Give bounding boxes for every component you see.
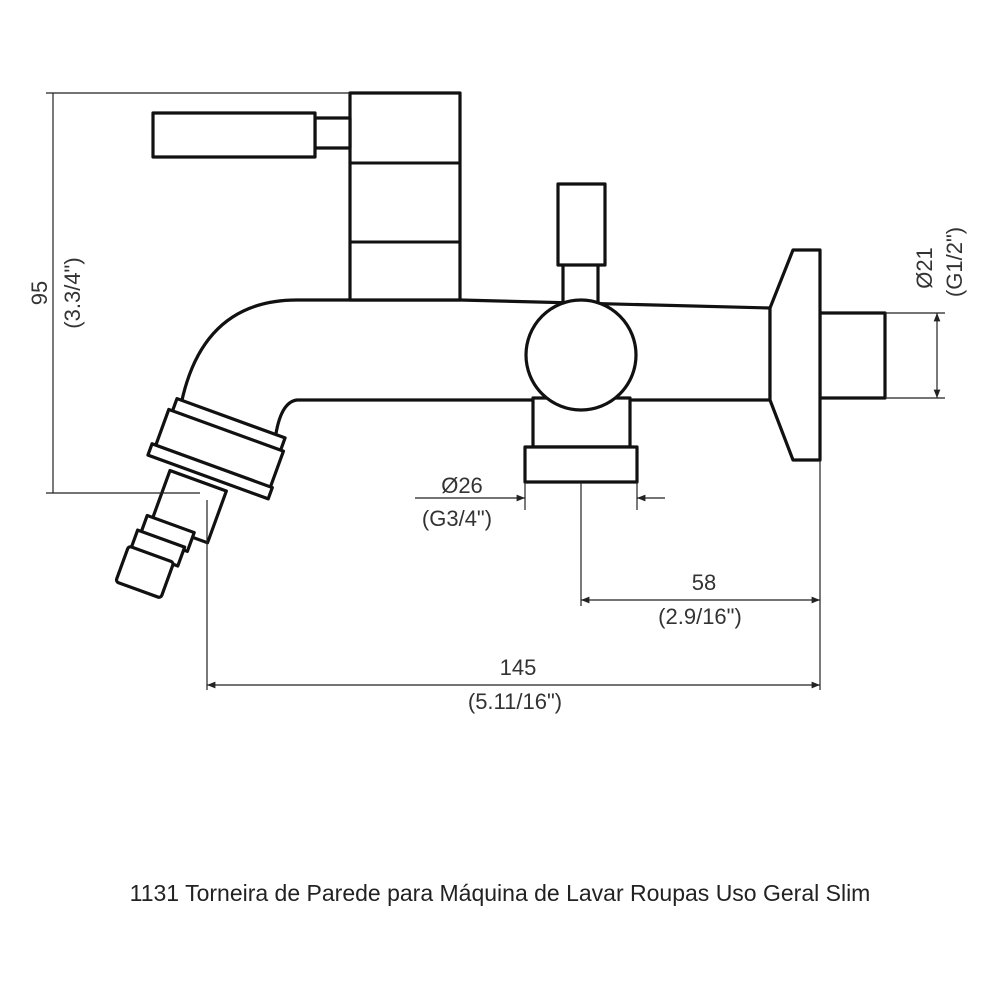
lever-handle (151, 111, 317, 159)
height-inch: (3.3/4") (60, 257, 85, 328)
dimension-lines (46, 92, 945, 690)
inlet-thread: (G1/2") (942, 227, 967, 297)
inlet-nipple (818, 311, 887, 400)
product-caption: 1131 Torneira de Parede para Máquina de … (129, 880, 871, 906)
lever-stem (313, 116, 352, 150)
outlet-distance-inch: (2.9/16") (658, 604, 742, 629)
spout (178, 298, 772, 442)
wall-flange (768, 248, 822, 462)
faucet-body (114, 91, 887, 599)
outlet-thread: (G3/4") (422, 506, 492, 531)
secondary-handle (556, 182, 607, 267)
total-length-inch: (5.11/16") (468, 689, 562, 714)
valve-body (348, 91, 462, 302)
outlet-diameter: Ø26 (441, 473, 483, 498)
valve-bonnet (524, 298, 638, 412)
outlet-distance-value: 58 (692, 570, 716, 595)
inlet-diameter: Ø21 (912, 247, 937, 289)
outlet-cap (523, 445, 639, 484)
hose-connector (114, 397, 287, 599)
height-value: 95 (27, 281, 52, 305)
total-length-value: 145 (500, 655, 537, 680)
